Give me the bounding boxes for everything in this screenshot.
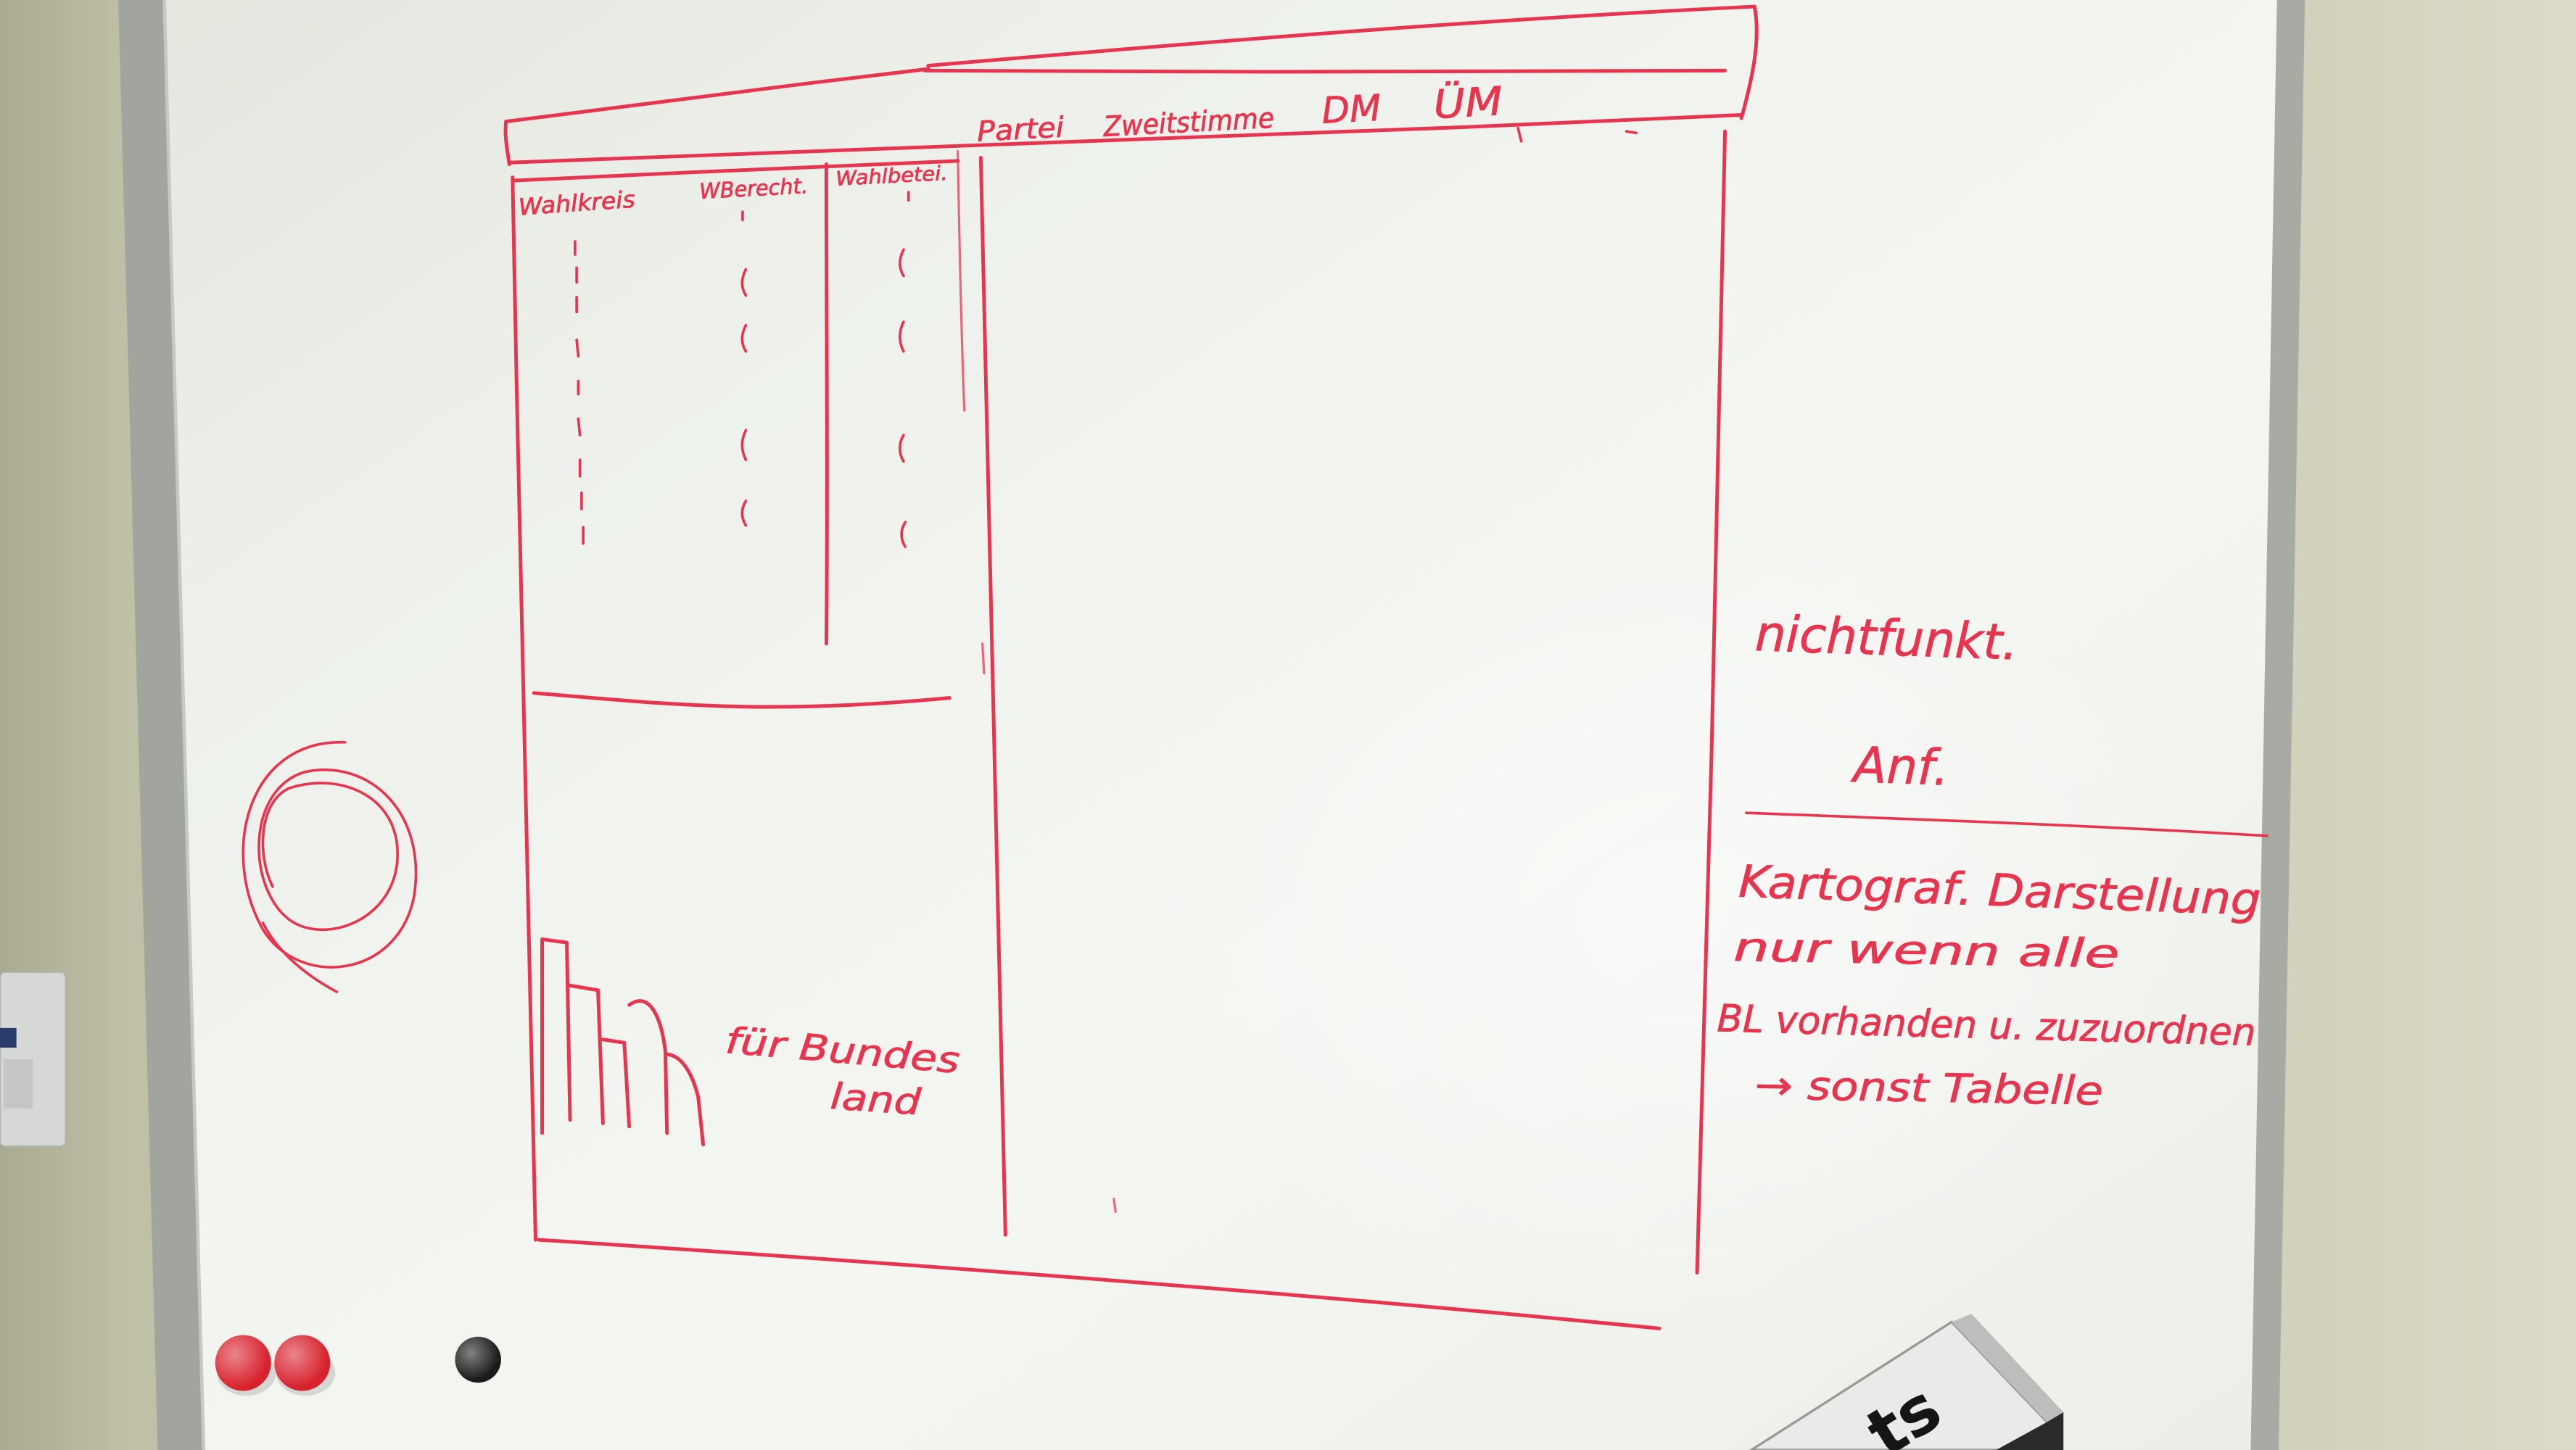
magnets xyxy=(215,1335,501,1396)
header-label-um: ÜM xyxy=(1432,78,1503,128)
table-header-line xyxy=(511,159,960,183)
wberecht-marks xyxy=(740,210,748,527)
board-glare xyxy=(1134,492,2218,1347)
table-column-divider xyxy=(824,162,829,646)
header-underline xyxy=(507,113,1743,165)
note-label: Anf. xyxy=(1850,737,1950,798)
eraser-icon: ts xyxy=(1749,1314,2064,1450)
left-panel-left-edge xyxy=(511,175,537,1242)
stray-mark-4 xyxy=(981,642,986,675)
note-line-4: → sonst Tabelle xyxy=(1754,1062,2103,1114)
chart-caption-line2: land xyxy=(829,1075,922,1124)
table-placeholder-marks xyxy=(574,191,910,549)
circle-doodle-icon xyxy=(242,740,418,993)
board-frame-left xyxy=(118,0,204,1450)
sketch-frame xyxy=(503,4,1759,1330)
column-label-wberecht: WBerecht. xyxy=(699,173,809,204)
note-status: nichtfunkt. xyxy=(1754,605,2019,672)
stray-mark-2 xyxy=(1625,130,1638,135)
frame-top-left-line xyxy=(504,67,930,124)
frame-mid-line xyxy=(922,68,1727,74)
frame-right-cap xyxy=(1739,4,1759,120)
board-frame-left-edge xyxy=(162,0,206,1450)
wahlbetei-marks xyxy=(899,191,910,549)
bar-chart-sketch-icon xyxy=(540,937,706,1147)
stray-mark-1 xyxy=(1516,126,1523,143)
main-area-bottom-edge xyxy=(537,1238,1661,1330)
wall-sticker xyxy=(0,971,67,1148)
header-label-dm: DM xyxy=(1321,87,1382,132)
panel-divider xyxy=(978,155,1007,1237)
main-area-right-edge xyxy=(1695,129,1727,1275)
note-line-2: nur wenn alle xyxy=(1733,924,2120,977)
frame-top-right-line xyxy=(926,4,1756,68)
header-divider-short xyxy=(957,149,966,412)
board-frame-right xyxy=(2250,0,2305,1450)
header-labels: Partei Zweitstimme DM ÜM xyxy=(976,78,1504,149)
header-label-partei: Partei xyxy=(976,112,1065,149)
left-panel-separator xyxy=(532,691,951,709)
wahlkreis-dashes xyxy=(574,240,585,545)
note-separator xyxy=(1745,811,2269,837)
stray-mark-3 xyxy=(1112,1197,1117,1214)
